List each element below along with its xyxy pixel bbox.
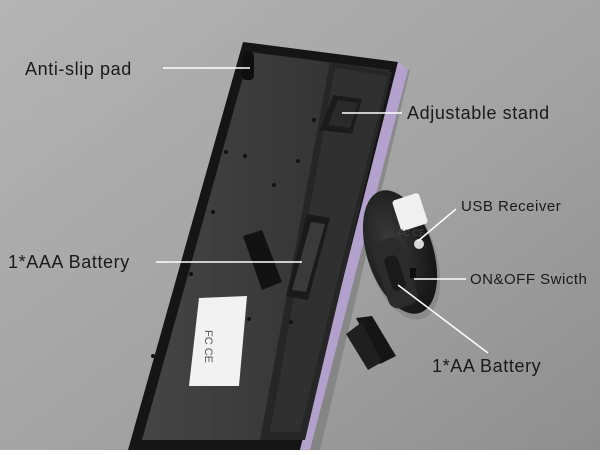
anti-slip-pad: [242, 52, 254, 80]
leader-lines: [156, 67, 489, 354]
leader-usb-receiver: [417, 208, 457, 242]
aaa-battery-door: [243, 230, 282, 290]
leader-aa-battery: [397, 284, 489, 354]
callout-aaa-battery: 1*AAA Battery: [8, 252, 130, 272]
mouse-sticker-text: FC CE: [398, 228, 425, 238]
keyboard-sticker-text: FC CE: [202, 330, 214, 363]
callout-usb-receiver: USB Receiver: [461, 198, 562, 215]
keyboard-edge: [300, 62, 408, 450]
callout-on-off-switch: ON&OFF Swicth: [470, 271, 588, 288]
callout-adjustable-stand: Adjustable stand: [407, 103, 550, 123]
mouse-underside: FC CE: [362, 190, 441, 320]
keyboard-sticker: [189, 296, 247, 386]
mouse-battery-cover: [356, 316, 396, 364]
callout-aa-battery: 1*AA Battery: [432, 356, 542, 376]
usb-receiver: [414, 239, 424, 249]
mouse-sticker: [392, 193, 428, 231]
on-off-switch: [410, 268, 416, 278]
screw-holes: [151, 118, 316, 358]
callout-anti-slip-pad: Anti-slip pad: [25, 59, 132, 79]
